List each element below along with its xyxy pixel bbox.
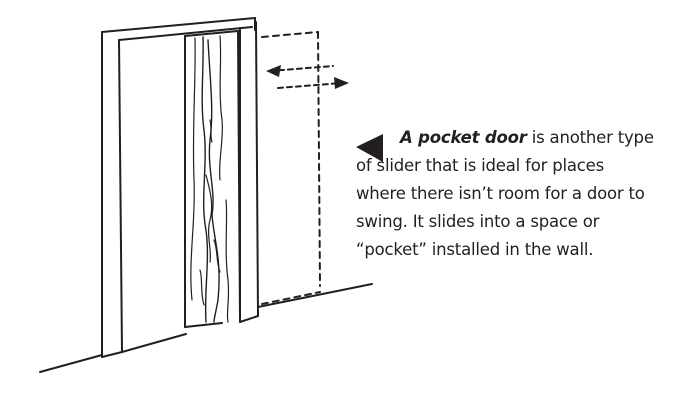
triangle-left-icon <box>356 134 383 162</box>
caption-text: A pocket door is another type of slider … <box>356 124 668 264</box>
caption-line-3: where there isn’t room for a door to <box>356 184 645 203</box>
caption-bold-phrase: A pocket door <box>400 128 527 147</box>
caption-line-4: swing. It slides into a space or <box>356 212 600 231</box>
floor-line-wall <box>257 283 373 308</box>
caption-line-1-rest: is another type <box>526 128 654 147</box>
caption-line-1: A pocket door is another type <box>356 124 668 152</box>
arrow-head-right <box>334 77 349 89</box>
caption-line-5: “pocket” installed in the wall. <box>356 240 594 259</box>
floor-line-front <box>39 354 103 373</box>
arrow-head-left <box>266 65 281 77</box>
door-slab <box>184 30 241 328</box>
floor-line-under-frame <box>121 333 187 353</box>
double-arrow-icon <box>269 65 343 89</box>
wall-pocket-outline <box>261 31 321 305</box>
caption-line-2: of slider that is ideal for places <box>356 156 605 175</box>
door-frame <box>101 17 259 358</box>
